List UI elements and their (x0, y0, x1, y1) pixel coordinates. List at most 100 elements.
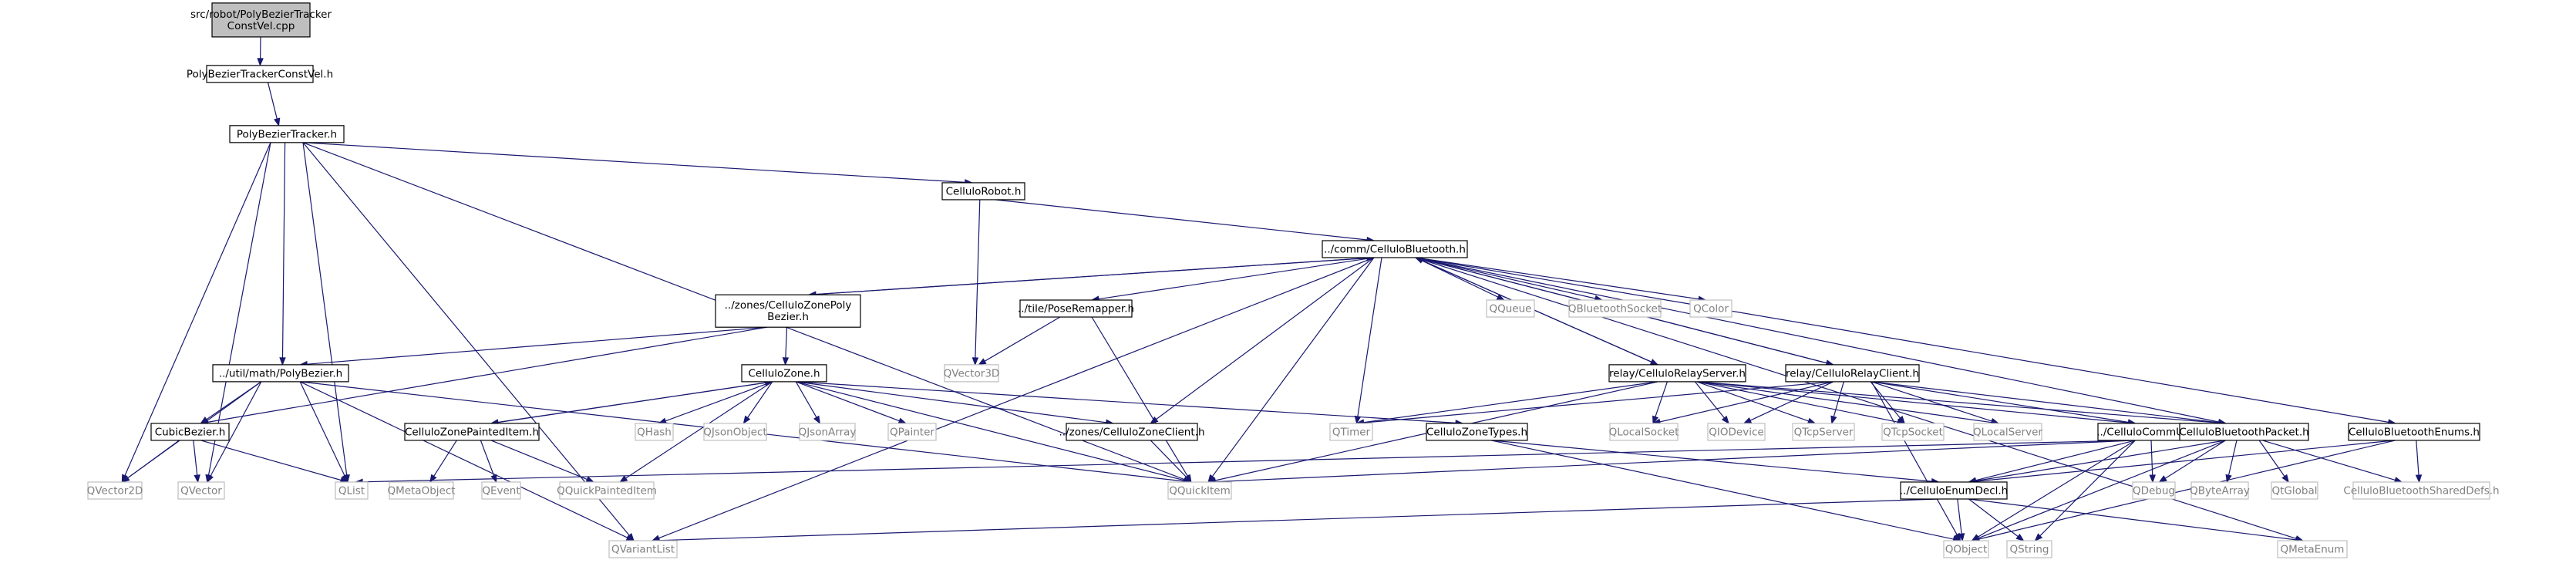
edge-n_util-to-n_qobject (1977, 440, 2136, 538)
node-box (2006, 540, 2052, 558)
node-util[interactable]: ../CelluloCommUtil.h (2096, 423, 2204, 441)
edge-n_rserver-to-n_bt (1421, 260, 1658, 366)
node-qqueue: QQueue (1486, 299, 1535, 318)
edge-n_bt-to-n_qcolor (1415, 257, 1699, 300)
node-box (229, 125, 345, 143)
node-rclient[interactable]: relay/CelluloRelayClient.h (1785, 364, 1920, 383)
node-label: QQuickPaintedItem (557, 485, 657, 497)
file-nodes: src/robot/PolyBezierTrackerConstVel.cppP… (87, 2, 2500, 558)
node-bt[interactable]: ../comm/CelluloBluetooth.h (1322, 240, 1468, 258)
node-label: QJsonArray (799, 426, 857, 438)
arrowhead (813, 415, 821, 425)
edge-n_rserver-to-n_qlocalsock (1655, 381, 1668, 417)
edge-n_bt-to-n_qbtsock (1415, 257, 1596, 299)
node-label: QVariantList (611, 544, 675, 556)
arrowhead (2225, 474, 2232, 484)
edge-n_bt-to-n_zclient (1156, 257, 1375, 420)
edge-n_bt-to-n_pose (1098, 257, 1375, 300)
arrowhead (274, 117, 281, 127)
node-label: ../util/math/PolyBezier.h (219, 367, 342, 379)
edge-n_rserver-to-n_qlocalserver (1696, 381, 1992, 423)
node-packet[interactable]: CelluloBluetoothPacket.h (2179, 423, 2309, 441)
node-qtimer: QTimer (1329, 423, 1373, 441)
edge-n_zpb-to-n_cubic (207, 326, 768, 423)
arrowhead (1184, 474, 1192, 483)
edge-n_enums-to-n_enumdecl (1975, 440, 2396, 482)
node-label: ConstVel.cpp (227, 20, 295, 32)
node-box (481, 481, 521, 500)
node-qvec2d: QVector2D (87, 481, 143, 500)
node-qlocalserver: QLocalServer (1973, 423, 2042, 441)
node-pbt[interactable]: PolyBezierTracker.h (229, 125, 345, 143)
node-label: QVector3D (944, 367, 1000, 379)
node-robot[interactable]: CelluloRobot.h (941, 182, 1025, 201)
node-zpi[interactable]: CelluloZonePaintedItem.h (404, 423, 540, 441)
edge-n_enums-to-n_btshared (2416, 440, 2419, 476)
edge-n_zone-to-n_zclient (796, 381, 1106, 423)
node-polybz[interactable]: ../util/math/PolyBezier.h (212, 364, 349, 383)
edge-n_bt-to-n_qtimer (1357, 257, 1382, 417)
node-qstring: QString (2006, 540, 2052, 558)
node-label: QIODevice (1709, 426, 1763, 438)
node-label: QtGlobal (2272, 485, 2318, 497)
edge-n_zpb-to-n_bt (808, 258, 1368, 295)
edge-n_enumdecl-to-n_qobject (1957, 498, 1962, 535)
edge-n_packet-to-n_qbytearray (2227, 440, 2238, 476)
edge-n_bt-to-n_enums (1415, 257, 2389, 423)
node-enums[interactable]: CelluloBluetoothEnums.h (2348, 423, 2480, 441)
node-qlocalsock: QLocalSocket (1609, 423, 1679, 441)
arrowhead (742, 415, 751, 425)
node-label: QJsonObject (703, 426, 766, 438)
node-box (2179, 423, 2309, 441)
node-label: relay/CelluloRelayServer.h (1609, 367, 1746, 379)
arrowhead (207, 474, 214, 484)
node-cubic[interactable]: CubicBezier.h (150, 423, 230, 441)
node-label: QHash (637, 426, 672, 438)
arrowhead (257, 58, 264, 67)
edge-n_cubic-to-n_qvec2d (127, 440, 180, 479)
edge-n_robot-to-n_qvec3d (975, 199, 981, 358)
node-label: QLocalServer (1973, 426, 2042, 438)
node-rserver[interactable]: relay/CelluloRelayServer.h (1608, 364, 1746, 383)
arrowhead (1721, 415, 1729, 424)
node-ztypes[interactable]: CelluloZoneTypes.h (1426, 423, 1528, 441)
edge-n_rserver-to-n_qtcpserver (1696, 381, 1809, 422)
node-root[interactable]: src/robot/PolyBezierTrackerConstVel.cpp (190, 2, 332, 38)
node-box (206, 65, 314, 83)
node-label: ../CelluloCommUtil.h (2096, 426, 2203, 438)
edge-n_pbt-to-n_qvec2d (124, 142, 271, 476)
dependency-edges (121, 36, 2423, 544)
node-box (635, 423, 674, 441)
arrowhead (618, 475, 628, 483)
arrowhead (2015, 533, 2025, 541)
edge-n_pbtcv-to-n_pbt (267, 82, 278, 120)
node-qvariantlist: QVariantList (608, 540, 678, 558)
node-enumdecl[interactable]: ../CelluloEnumDecl.h (1900, 481, 2008, 500)
arrowhead (1954, 532, 1961, 542)
node-zone[interactable]: CelluloZone.h (741, 364, 827, 383)
node-box (1019, 299, 1133, 318)
arrowhead (585, 476, 595, 483)
edge-n_rserver-to-n_qtimer (1363, 381, 1658, 423)
node-pose[interactable]: ../tile/PoseRemapper.h (1018, 299, 1134, 318)
edge-n_bt-to-n_qvariantlist (658, 257, 1375, 539)
edge-n_pose-to-n_qquickitem (1091, 316, 1188, 477)
node-qmetaobj: QMetaObject (387, 481, 456, 500)
arrowhead (1652, 415, 1659, 425)
arrowhead (194, 474, 200, 484)
edge-n_rserver-to-n_packet (1696, 381, 2219, 423)
edge-n_polybz-to-n_qvector (210, 381, 262, 477)
node-box (887, 423, 937, 441)
node-qiodevice: QIODevice (1707, 423, 1766, 441)
arrowhead (490, 474, 497, 484)
node-zclient[interactable]: ../zones/CelluloZoneClient.h (1059, 423, 1205, 441)
edge-n_rclient-to-n_packet (1871, 381, 2219, 423)
arrowhead (1897, 415, 1906, 424)
node-label: QPainter (890, 426, 934, 438)
node-label: QTcpSocket (1883, 426, 1943, 438)
node-pbtcv[interactable]: PolyBezierTrackerConstVel.h (187, 65, 333, 83)
node-box (1900, 481, 2008, 500)
node-box (1322, 240, 1468, 258)
edge-n_util-to-n_enumdecl (1975, 440, 2136, 481)
